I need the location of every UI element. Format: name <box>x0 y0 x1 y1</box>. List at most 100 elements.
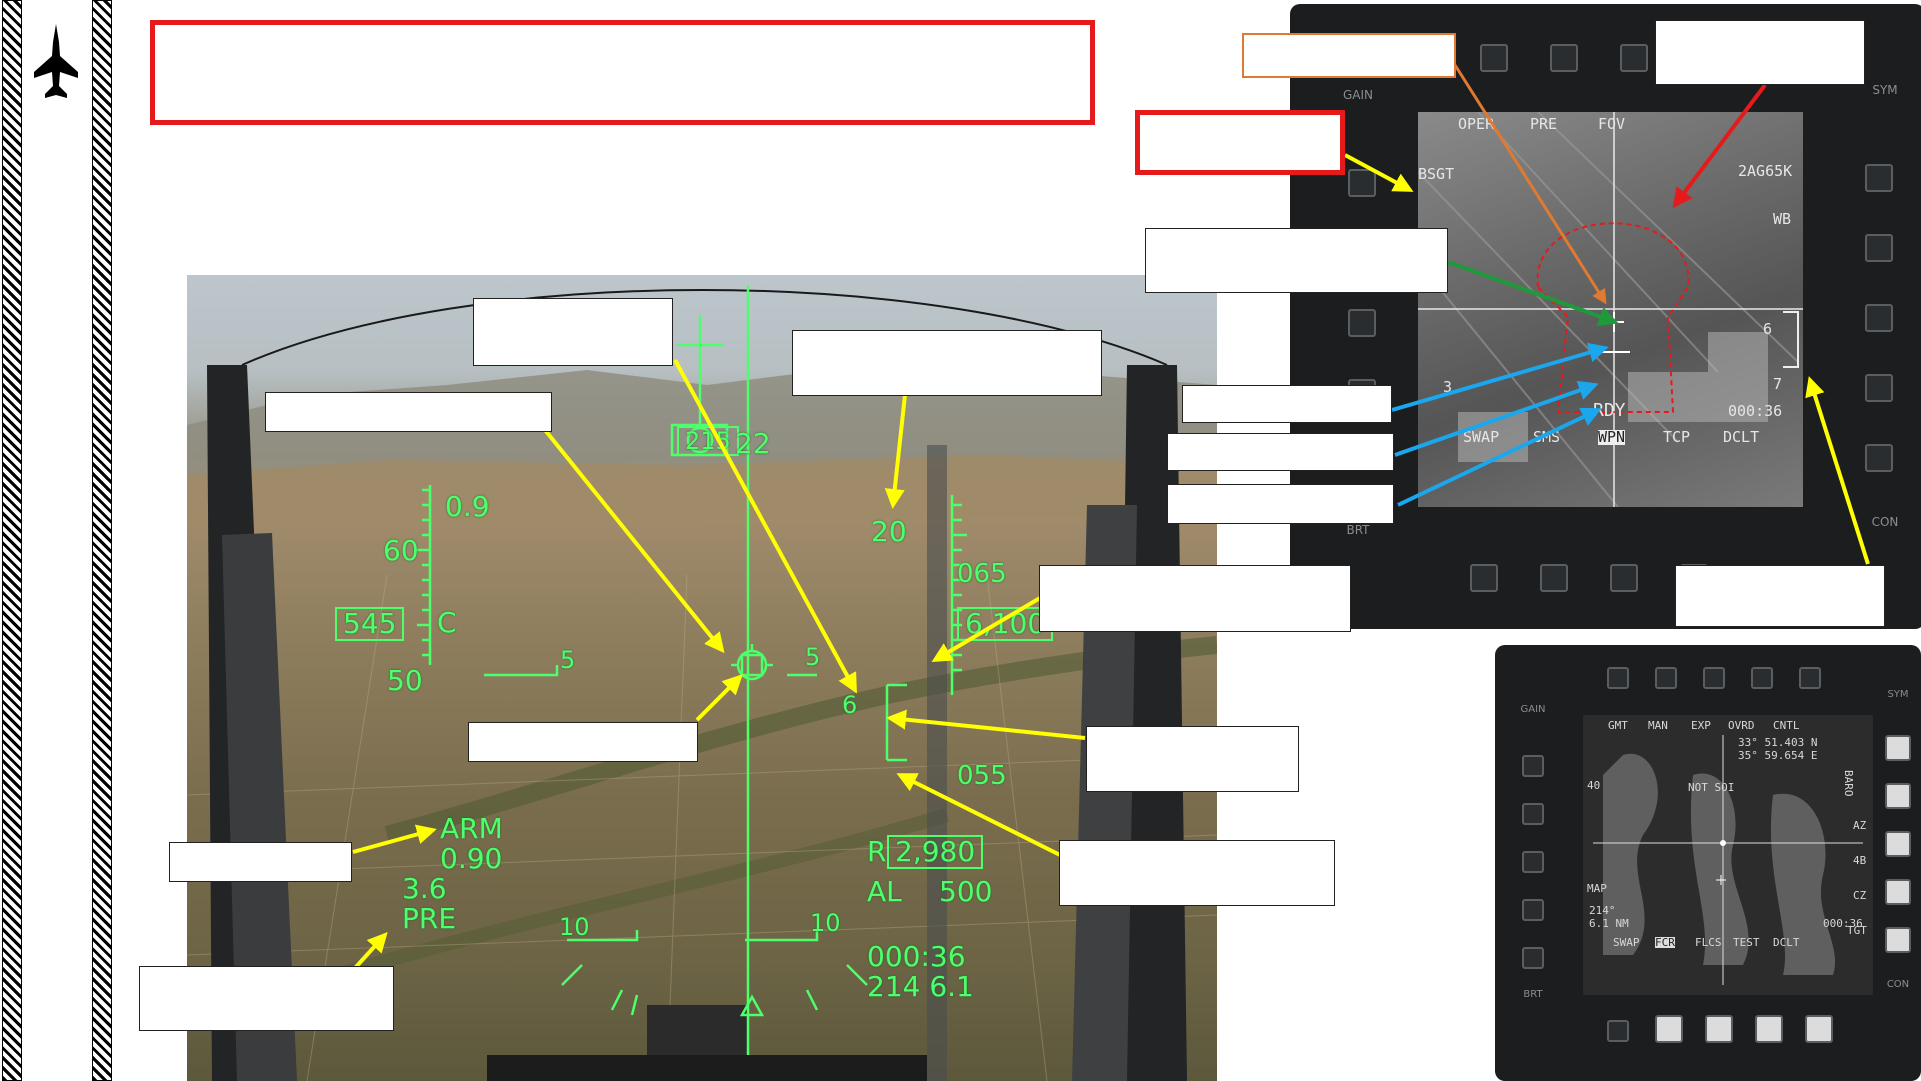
tgp-osb-right-3[interactable] <box>1865 304 1893 332</box>
tgp-osb-right-5[interactable] <box>1865 444 1893 472</box>
fcr-osb-top-1[interactable] <box>1607 667 1629 689</box>
tgp-label-oper[interactable]: OPER <box>1458 115 1495 133</box>
fcr-mfd: GAIN SYM BRT CON GMT MAN EXP OVRD CNTL 3… <box>1495 645 1921 1081</box>
fcr-label-swap[interactable]: SWAP <box>1613 936 1640 949</box>
tgp-wb[interactable]: WB <box>1773 210 1792 228</box>
tgp-osb-right-2[interactable] <box>1865 234 1893 262</box>
tgp-osb-left-2[interactable] <box>1348 309 1376 337</box>
callout-box-dlz <box>1086 726 1299 792</box>
callout-box-alt-box <box>1039 565 1351 632</box>
fcr-screen: GMT MAN EXP OVRD CNTL 33° 51.403 N 35° 5… <box>1583 715 1873 995</box>
fcr-label-cz[interactable]: CZ <box>1853 889 1867 902</box>
fcr-label-tgt[interactable]: TGT <box>1847 924 1867 937</box>
fcr-osb-left-1[interactable] <box>1522 755 1544 777</box>
tgp-num-3: 3 <box>1443 378 1453 396</box>
fcr-bearing: 214° <box>1589 904 1616 917</box>
callout-box-tgp-oper <box>1242 33 1456 78</box>
fcr-osb-right-2[interactable] <box>1885 783 1911 809</box>
hud-al-value: 500 <box>939 875 993 908</box>
fcr-label-gmt[interactable]: GMT <box>1608 719 1628 732</box>
tgp-label-dclt[interactable]: DCLT <box>1723 428 1760 446</box>
fcr-label-4b[interactable]: 4B <box>1853 854 1867 867</box>
fcr-label-exp[interactable]: EXP <box>1691 719 1711 732</box>
fcr-label-baro[interactable]: BARO <box>1842 770 1855 797</box>
fcr-gain-label[interactable]: GAIN <box>1520 704 1546 715</box>
fcr-osb-top-4[interactable] <box>1751 667 1773 689</box>
callout-box-pre <box>139 966 394 1031</box>
tgp-label-fov[interactable]: FOV <box>1598 115 1626 133</box>
fcr-label-flcs[interactable]: FLCS <box>1695 936 1722 949</box>
hud-view: 215 22 0.9 60 545 C 50 ARM 0.90 3.6 PRE … <box>187 275 1217 1081</box>
tgp-gain-label[interactable]: GAIN <box>1342 88 1374 102</box>
fcr-not-soi: NOT SOI <box>1688 781 1735 794</box>
callout-box-tgp-cross <box>1145 228 1448 293</box>
fcr-brt-label[interactable]: BRT <box>1523 989 1543 1000</box>
sidebar-divider <box>22 0 92 1081</box>
fcr-osb-left-4[interactable] <box>1522 899 1544 921</box>
callout-box-tgp-zoom <box>1655 20 1865 85</box>
fcr-coord-lon: 35° 59.654 E <box>1738 749 1818 762</box>
callout-box-alt-scale <box>792 330 1102 396</box>
callout-box-dlz-bottom <box>1059 840 1335 906</box>
tgp-osb-top-1[interactable] <box>1480 44 1508 72</box>
tgp-bsgt[interactable]: BSGT <box>1418 165 1455 183</box>
fcr-label-az[interactable]: AZ <box>1853 819 1867 832</box>
fcr-label-dclt[interactable]: DCLT <box>1773 936 1800 949</box>
hud-speed-box: 545 <box>335 607 405 641</box>
fcr-osb-bottom-3[interactable] <box>1705 1015 1733 1043</box>
hud-alt-065: 065 <box>957 559 1007 589</box>
fcr-label-ovrd[interactable]: OVRD <box>1728 719 1755 732</box>
hud-pitch-10-right: 10 <box>810 909 841 937</box>
fcr-range[interactable]: 40 <box>1587 779 1601 792</box>
tgp-osb-top-2[interactable] <box>1550 44 1578 72</box>
fcr-label-test[interactable]: TEST <box>1733 936 1760 949</box>
tgp-brt-label[interactable]: BRT <box>1346 523 1370 537</box>
tgp-osb-bottom-1[interactable] <box>1470 564 1498 592</box>
tgp-osb-top-3[interactable] <box>1620 44 1648 72</box>
fcr-sym-label[interactable]: SYM <box>1887 689 1909 700</box>
fcr-osb-right-4[interactable] <box>1885 879 1911 905</box>
fcr-label-cntl[interactable]: CNTL <box>1773 719 1800 732</box>
tgp-label-tcp[interactable]: TCP <box>1663 428 1691 446</box>
fcr-screen-graphics <box>1593 735 1863 985</box>
fcr-osb-right-5[interactable] <box>1885 927 1911 953</box>
fcr-osb-bottom-2[interactable] <box>1655 1015 1683 1043</box>
fcr-osb-bottom-4[interactable] <box>1755 1015 1783 1043</box>
fcr-osb-top-2[interactable] <box>1655 667 1677 689</box>
fcr-osb-left-3[interactable] <box>1522 851 1544 873</box>
fcr-label-fcr[interactable]: FCR <box>1655 936 1675 949</box>
tgp-label-swap[interactable]: SWAP <box>1463 428 1500 446</box>
tgp-label-wpn[interactable]: WPN <box>1598 428 1626 446</box>
hud-mach: 0.9 <box>445 490 490 523</box>
fcr-label-man[interactable]: MAN <box>1648 719 1668 732</box>
fcr-osb-right-3[interactable] <box>1885 831 1911 857</box>
tgp-sym-label[interactable]: SYM <box>1872 83 1898 97</box>
fcr-con-label[interactable]: CON <box>1886 979 1910 990</box>
fcr-osb-top-3[interactable] <box>1703 667 1725 689</box>
hud-speed-60: 60 <box>383 534 419 567</box>
hud-pitch-10-left: 10 <box>559 913 590 941</box>
tgp-osb-bottom-3[interactable] <box>1610 564 1638 592</box>
tgp-osb-right-4[interactable] <box>1865 374 1893 402</box>
fcr-dist: 6.1 NM <box>1589 917 1629 930</box>
tgp-con-label[interactable]: CON <box>1871 515 1899 529</box>
tgp-label-pre[interactable]: PRE <box>1530 115 1558 133</box>
fcr-osb-left-2[interactable] <box>1522 803 1544 825</box>
fcr-osb-bottom-1[interactable] <box>1607 1020 1629 1042</box>
fcr-osb-top-5[interactable] <box>1799 667 1821 689</box>
tgp-screen-graphics <box>1418 112 1803 507</box>
hud-alt-6: 6 <box>842 691 858 719</box>
fcr-osb-right-1[interactable] <box>1885 735 1911 761</box>
fcr-osb-bottom-5[interactable] <box>1805 1015 1833 1043</box>
tgp-osb-left-1[interactable] <box>1348 169 1376 197</box>
fcr-map[interactable]: MAP <box>1587 882 1607 895</box>
hud-heading-right: 22 <box>735 427 771 460</box>
hud-alt-055: 055 <box>957 761 1007 791</box>
tgp-osb-bottom-2[interactable] <box>1540 564 1568 592</box>
tgp-osb-right-1[interactable] <box>1865 164 1893 192</box>
fcr-osb-left-5[interactable] <box>1522 947 1544 969</box>
hud-pitch-5-left: 5 <box>560 646 576 674</box>
fcr-coord-lat: 33° 51.403 N <box>1738 736 1818 749</box>
callout-box-tgp-2 <box>1167 433 1394 471</box>
